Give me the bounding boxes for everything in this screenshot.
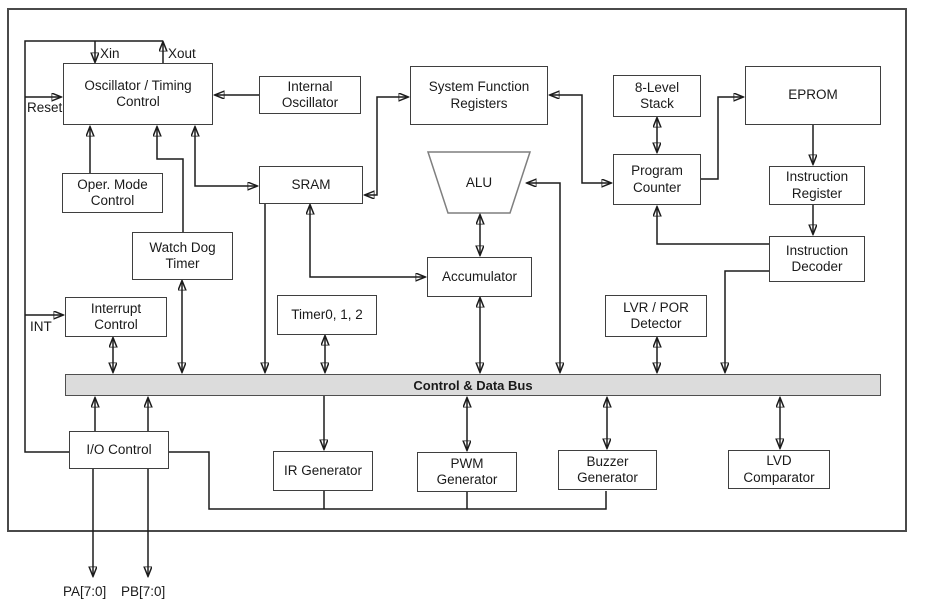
chip-outline	[7, 8, 907, 532]
block-internal-oscillator: Internal Oscillator	[259, 76, 361, 114]
block-program-counter: Program Counter	[613, 154, 701, 205]
bus-label: Control & Data Bus	[413, 377, 533, 393]
connection-sfr-program-counter	[550, 95, 611, 183]
block-pwm-generator: PWM Generator	[417, 452, 517, 492]
connection-pc-to-eprom	[701, 97, 743, 180]
block-sram: SRAM	[259, 166, 363, 204]
reset-label: Reset	[27, 100, 63, 115]
connection-oscillator-sram	[195, 127, 257, 186]
block-instruction-register: Instruction Register	[769, 166, 865, 205]
block-lvd-comparator: LVD Comparator	[728, 450, 830, 489]
connection-sram-sfr	[365, 97, 408, 195]
block-accumulator: Accumulator	[427, 257, 532, 297]
block-oscillator-timing-control: Oscillator / Timing Control	[63, 63, 213, 125]
connection-wdt-to-oscillator	[157, 127, 184, 232]
alu-trapezoid	[426, 151, 532, 214]
block-ir-generator: IR Generator	[273, 451, 373, 491]
xin-label: Xin	[100, 46, 120, 61]
block-interrupt-control: Interrupt Control	[65, 297, 167, 337]
block-watch-dog-timer: Watch Dog Timer	[132, 232, 233, 280]
xout-label: Xout	[168, 46, 196, 61]
block-lvr-por-detector: LVR / POR Detector	[605, 295, 707, 337]
connection-decoder-to-pc	[657, 207, 769, 245]
connection-alu-bus	[527, 183, 560, 372]
connections	[24, 40, 813, 576]
block-alu: ALU	[465, 175, 493, 190]
block-io-control: I/O Control	[69, 431, 169, 469]
int-label: INT	[30, 319, 52, 334]
block-timer-0-1-2: Timer0, 1, 2	[277, 295, 377, 335]
connection-external-pin-rail	[24, 40, 163, 453]
block-eight-level-stack: 8-Level Stack	[613, 75, 701, 117]
pb-label: PB[7:0]	[121, 584, 166, 599]
block-eprom: EPROM	[745, 66, 881, 125]
control-data-bus: Control & Data Bus	[65, 374, 881, 396]
block-system-function-registers: System Function Registers	[410, 66, 548, 125]
connection-sram-accumulator	[310, 205, 425, 277]
connection-io-peripheral-connector	[169, 451, 607, 510]
block-instruction-decoder: Instruction Decoder	[769, 236, 865, 282]
block-buzzer-generator: Buzzer Generator	[558, 450, 657, 490]
pa-label: PA[7:0]	[63, 584, 107, 599]
block-oper-mode-control: Oper. Mode Control	[62, 173, 163, 213]
connection-decoder-to-bus	[725, 270, 769, 372]
